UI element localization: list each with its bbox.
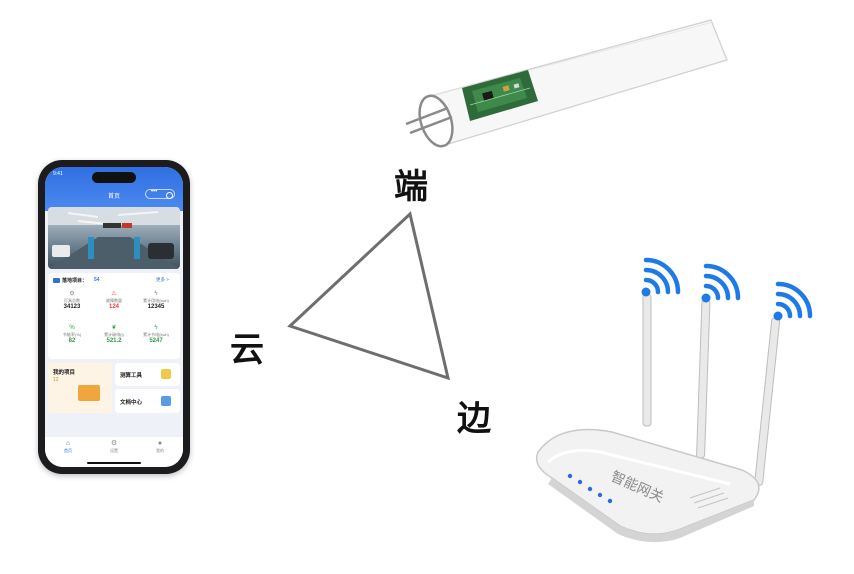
tab-profile[interactable]: ● 我的 bbox=[145, 440, 175, 454]
stat-faults: ⚠ 故障数量 124 bbox=[94, 291, 134, 311]
tab-label: 设置 bbox=[110, 448, 118, 453]
folder-icon bbox=[53, 278, 60, 283]
bolt-icon: ϟ bbox=[154, 291, 158, 297]
stat-value: 5247 bbox=[149, 338, 163, 344]
bolt-icon: ϟ bbox=[154, 325, 158, 331]
stat-value: 124 bbox=[108, 304, 119, 310]
stat-label: 灯具总数 bbox=[64, 298, 80, 303]
user-icon: ● bbox=[157, 440, 163, 447]
phone-mockup: 9:41 首页 ••• bbox=[38, 160, 190, 474]
tab-home[interactable]: ⌂ 首页 bbox=[53, 440, 83, 454]
stat-saving-rate: % 节能率(%) 82 bbox=[52, 325, 92, 345]
gear-icon: ⚙ bbox=[110, 440, 118, 447]
stat-label: 故障数量 bbox=[106, 298, 122, 303]
label-end: 端 bbox=[394, 167, 428, 207]
close-circle-icon bbox=[166, 191, 173, 199]
home-indicator bbox=[87, 462, 141, 464]
stat-label: 累计节电(kwh) bbox=[143, 332, 169, 337]
stat-label: 累计碳排(t) bbox=[104, 332, 124, 337]
stat-label: 节能率(%) bbox=[62, 332, 82, 337]
smart-gateway-router-image bbox=[535, 257, 813, 543]
gear-icon: ⚙ bbox=[69, 291, 75, 297]
tab-settings[interactable]: ⚙ 设置 bbox=[99, 440, 129, 454]
tab-label: 首页 bbox=[64, 448, 72, 453]
parking-garage-photo bbox=[48, 207, 180, 269]
tool-calc-card[interactable]: 测算工具 bbox=[115, 363, 180, 386]
page-title: 首页 bbox=[107, 194, 120, 200]
more-link[interactable]: 更多 > bbox=[156, 277, 169, 282]
stat-value: 521.2 bbox=[106, 338, 122, 344]
home-icon: ⌂ bbox=[65, 440, 71, 447]
label-cloud: 云 bbox=[230, 330, 264, 370]
stat-value: 34123 bbox=[63, 304, 81, 310]
warning-icon: ⚠ bbox=[111, 291, 117, 297]
stat-carbon: ❦ 累计碳排(t) 521.2 bbox=[94, 325, 134, 345]
tool-docs-card[interactable]: 文档中心 bbox=[115, 389, 180, 413]
tool-docs-label: 文档中心 bbox=[120, 400, 143, 406]
percent-icon: % bbox=[69, 325, 75, 331]
projects-card: 落地项目： 54 更多 > ⚙ 灯具总数 34123 ⚠ 故障数量 124 ϟ … bbox=[48, 273, 180, 359]
more-dots-icon: ••• bbox=[151, 189, 158, 195]
my-projects-count: 12 bbox=[53, 377, 59, 383]
led-tube-image bbox=[405, 19, 728, 148]
section-count: 54 bbox=[94, 277, 100, 283]
tab-label: 我的 bbox=[156, 448, 164, 453]
cloud-edge-end-triangle bbox=[287, 211, 451, 381]
menu-capsule[interactable]: ••• bbox=[145, 189, 175, 199]
label-edge: 边 bbox=[457, 399, 491, 439]
calculator-icon bbox=[161, 369, 171, 379]
stat-energy-saved: ϟ 累计节电(kwh) 5247 bbox=[136, 325, 176, 345]
app-header: 9:41 首页 ••• bbox=[45, 167, 183, 211]
stat-lamps: ⚙ 灯具总数 34123 bbox=[52, 291, 92, 311]
my-projects-card[interactable]: 我的项目 12 bbox=[48, 363, 112, 413]
section-title: 落地项目： bbox=[62, 278, 88, 284]
stat-label: 累计用电(kwh) bbox=[143, 298, 169, 303]
tab-bar: ⌂ 首页 ⚙ 设置 ● 我的 bbox=[45, 437, 183, 467]
leaf-icon: ❦ bbox=[111, 325, 117, 331]
tool-calc-label: 测算工具 bbox=[120, 373, 143, 379]
stat-value: 82 bbox=[68, 338, 76, 344]
folder-icon bbox=[78, 385, 100, 401]
phone-screen: 9:41 首页 ••• bbox=[45, 167, 183, 467]
document-icon bbox=[161, 396, 171, 406]
stat-value: 12345 bbox=[147, 304, 165, 310]
stat-power: ϟ 累计用电(kwh) 12345 bbox=[136, 291, 176, 311]
phone-notch bbox=[92, 172, 136, 183]
status-time: 9:41 bbox=[53, 171, 63, 177]
my-projects-label: 我的项目 bbox=[53, 370, 76, 376]
